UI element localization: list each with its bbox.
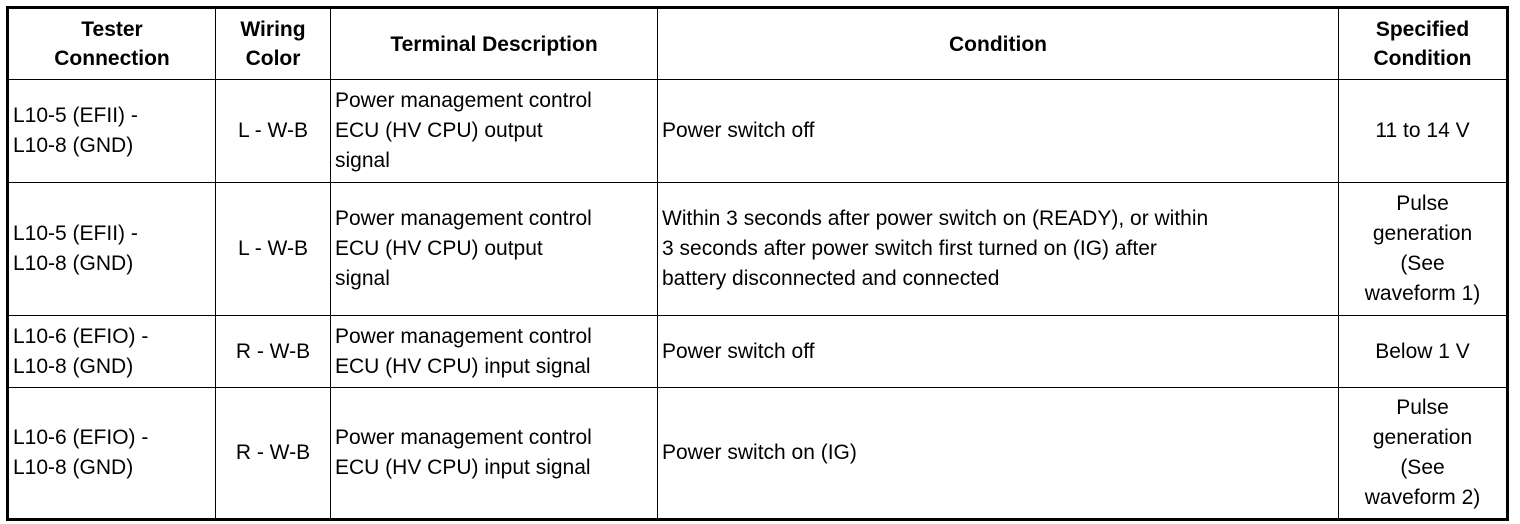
tester-connection-cell: L10-6 (EFIO) - L10-8 (GND) <box>7 315 216 388</box>
specified-condition-cell: 11 to 14 V <box>1338 79 1508 183</box>
condition-cell: Power switch off <box>657 79 1339 183</box>
condition-cell: Power switch off <box>657 315 1339 388</box>
header-row: Tester Connection Wiring Color Terminal … <box>7 7 1508 80</box>
specified-condition-cell: Below 1 V <box>1338 315 1508 388</box>
wiring-color-cell: L - W-B <box>215 79 331 183</box>
wiring-color-cell: L - W-B <box>215 182 331 316</box>
terminal-description-cell: Power management control ECU (HV CPU) in… <box>330 315 658 388</box>
tester-connection-cell: L10-6 (EFIO) - L10-8 (GND) <box>7 387 216 520</box>
terminal-description-cell: Power management control ECU (HV CPU) ou… <box>330 182 658 316</box>
wiring-color-cell: R - W-B <box>215 387 331 520</box>
table-row: L10-5 (EFII) - L10-8 (GND) L - W-B Power… <box>7 79 1508 183</box>
tester-connection-cell: L10-5 (EFII) - L10-8 (GND) <box>7 182 216 316</box>
specified-condition-cell: Pulse generation (See waveform 2) <box>1338 387 1508 520</box>
wiring-color-cell: R - W-B <box>215 315 331 388</box>
header-terminal-description: Terminal Description <box>330 7 658 80</box>
table-row: L10-6 (EFIO) - L10-8 (GND) R - W-B Power… <box>7 387 1508 520</box>
terminal-inspection-table: Tester Connection Wiring Color Terminal … <box>6 6 1509 521</box>
condition-cell: Power switch on (IG) <box>657 387 1339 520</box>
specified-condition-cell: Pulse generation (See waveform 1) <box>1338 182 1508 316</box>
table-row: L10-5 (EFII) - L10-8 (GND) L - W-B Power… <box>7 182 1508 316</box>
header-tester-connection: Tester Connection <box>7 7 216 80</box>
terminal-description-cell: Power management control ECU (HV CPU) ou… <box>330 79 658 183</box>
condition-cell: Within 3 seconds after power switch on (… <box>657 182 1339 316</box>
terminal-description-cell: Power management control ECU (HV CPU) in… <box>330 387 658 520</box>
tester-connection-cell: L10-5 (EFII) - L10-8 (GND) <box>7 79 216 183</box>
header-specified-condition: Specified Condition <box>1338 7 1508 80</box>
header-wiring-color: Wiring Color <box>215 7 331 80</box>
header-condition: Condition <box>657 7 1339 80</box>
table-row: L10-6 (EFIO) - L10-8 (GND) R - W-B Power… <box>7 315 1508 388</box>
